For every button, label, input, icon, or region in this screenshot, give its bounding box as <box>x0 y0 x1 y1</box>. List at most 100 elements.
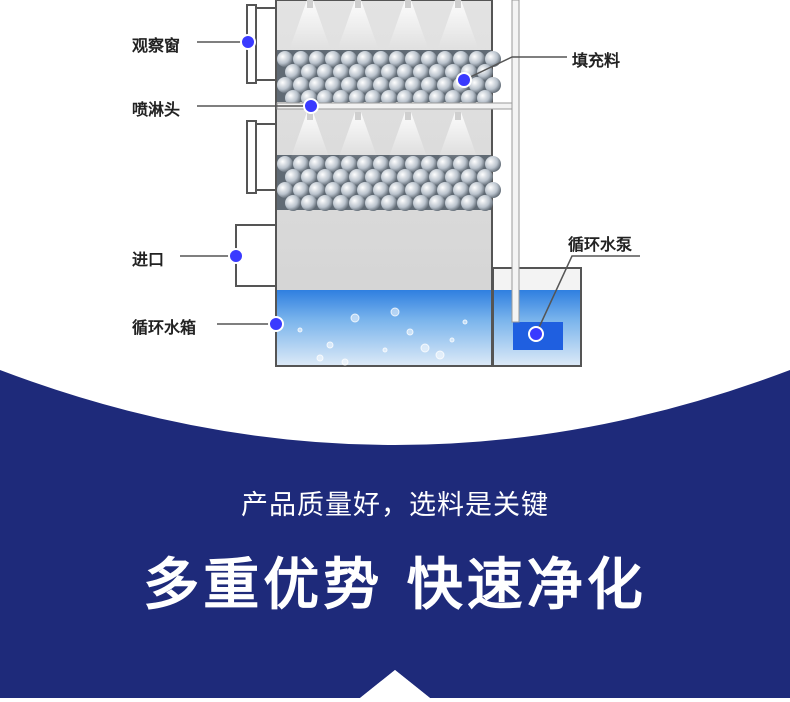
packing-ball <box>373 51 389 67</box>
label-inlet: 进口 <box>132 250 165 269</box>
packing-ball <box>381 169 397 185</box>
observation-window-lower <box>254 123 276 191</box>
spray-cone <box>290 0 330 48</box>
packing-ball <box>429 90 445 106</box>
water-bubble <box>420 343 430 353</box>
observation-window-upper <box>254 7 276 81</box>
packing-ball <box>349 195 365 211</box>
packing-ball <box>485 77 501 93</box>
packing-ball <box>421 77 437 93</box>
packing-ball <box>461 90 477 106</box>
marker-dot <box>240 34 256 50</box>
water-bubble <box>350 313 360 323</box>
packing-ball <box>437 77 453 93</box>
spray-cone <box>338 0 378 48</box>
packing-ball <box>293 51 309 67</box>
packing-ball <box>421 182 437 198</box>
spray-nozzle <box>405 0 411 8</box>
packing-ball <box>357 77 373 93</box>
packing-ball <box>301 64 317 80</box>
spray-nozzle <box>307 0 313 8</box>
packing-ball <box>397 195 413 211</box>
packing-ball <box>309 51 325 67</box>
label-packing: 填充料 <box>572 51 621 70</box>
packing-ball <box>381 195 397 211</box>
water-bubble <box>316 354 324 362</box>
spray-cone <box>438 0 478 48</box>
label-spray-head: 喷淋头 <box>132 100 181 119</box>
packing-ball <box>485 51 501 67</box>
banner-subtitle: 产品质量好，选料是关键 <box>241 490 549 521</box>
packing-ball <box>397 169 413 185</box>
packing-ball <box>445 64 461 80</box>
packing-ball <box>285 64 301 80</box>
water-bubble <box>382 347 388 353</box>
spray-cones <box>290 0 478 160</box>
label-observation-window: 观察窗 <box>132 36 181 55</box>
water-bubble <box>341 358 349 366</box>
packing-ball <box>317 169 333 185</box>
packing-ball <box>469 77 485 93</box>
packing-ball <box>445 90 461 106</box>
packing-ball <box>333 90 349 106</box>
marker-dot <box>528 326 544 342</box>
spray-cone <box>388 112 428 160</box>
packing-ball <box>301 169 317 185</box>
tank-water <box>277 290 491 365</box>
packing-ball <box>477 169 493 185</box>
spray-cone <box>290 112 330 160</box>
label-circulating-tank: 循环水箱 <box>132 318 197 337</box>
packing-ball <box>469 51 485 67</box>
packing-ball <box>389 182 405 198</box>
packing-ball <box>445 195 461 211</box>
packing-ball <box>357 182 373 198</box>
water-bubble <box>406 328 414 336</box>
packing-ball <box>413 169 429 185</box>
packing-ball <box>429 195 445 211</box>
upper-packing-balls <box>277 51 501 106</box>
packing-ball <box>293 77 309 93</box>
packing-ball <box>365 64 381 80</box>
packing-ball <box>277 51 293 67</box>
banner-notch <box>360 670 430 698</box>
marker-dot <box>456 72 472 88</box>
packing-ball <box>277 77 293 93</box>
packing-ball <box>453 51 469 67</box>
packing-ball <box>485 156 501 172</box>
packing-ball <box>349 169 365 185</box>
packing-ball <box>477 195 493 211</box>
packing-ball <box>453 182 469 198</box>
packing-ball <box>429 64 445 80</box>
spray-nozzle <box>355 0 361 8</box>
packing-ball <box>421 51 437 67</box>
packing-ball <box>373 182 389 198</box>
packing-ball <box>389 77 405 93</box>
packing-ball <box>285 195 301 211</box>
packing-ball <box>405 182 421 198</box>
spray-nozzle <box>307 112 313 120</box>
packing-ball <box>389 51 405 67</box>
spray-cone <box>388 0 428 48</box>
packing-ball <box>341 182 357 198</box>
banner-title: 多重优势 快速净化 <box>143 553 647 618</box>
water-bubble <box>449 337 455 343</box>
packing-ball <box>381 90 397 106</box>
packing-ball <box>405 51 421 67</box>
packing-ball <box>341 77 357 93</box>
spray-nozzle <box>455 0 461 8</box>
packing-ball <box>413 64 429 80</box>
water-bubble <box>390 307 400 317</box>
water-bubble <box>297 327 303 333</box>
water-bubble <box>326 341 334 349</box>
packing-ball <box>341 51 357 67</box>
packing-ball <box>381 64 397 80</box>
packing-ball <box>373 77 389 93</box>
packing-ball <box>477 90 493 106</box>
packing-ball <box>405 77 421 93</box>
packing-ball <box>325 182 341 198</box>
packing-ball <box>277 156 293 172</box>
packing-ball <box>317 64 333 80</box>
marker-dots <box>228 34 544 342</box>
banner-background <box>0 370 790 698</box>
